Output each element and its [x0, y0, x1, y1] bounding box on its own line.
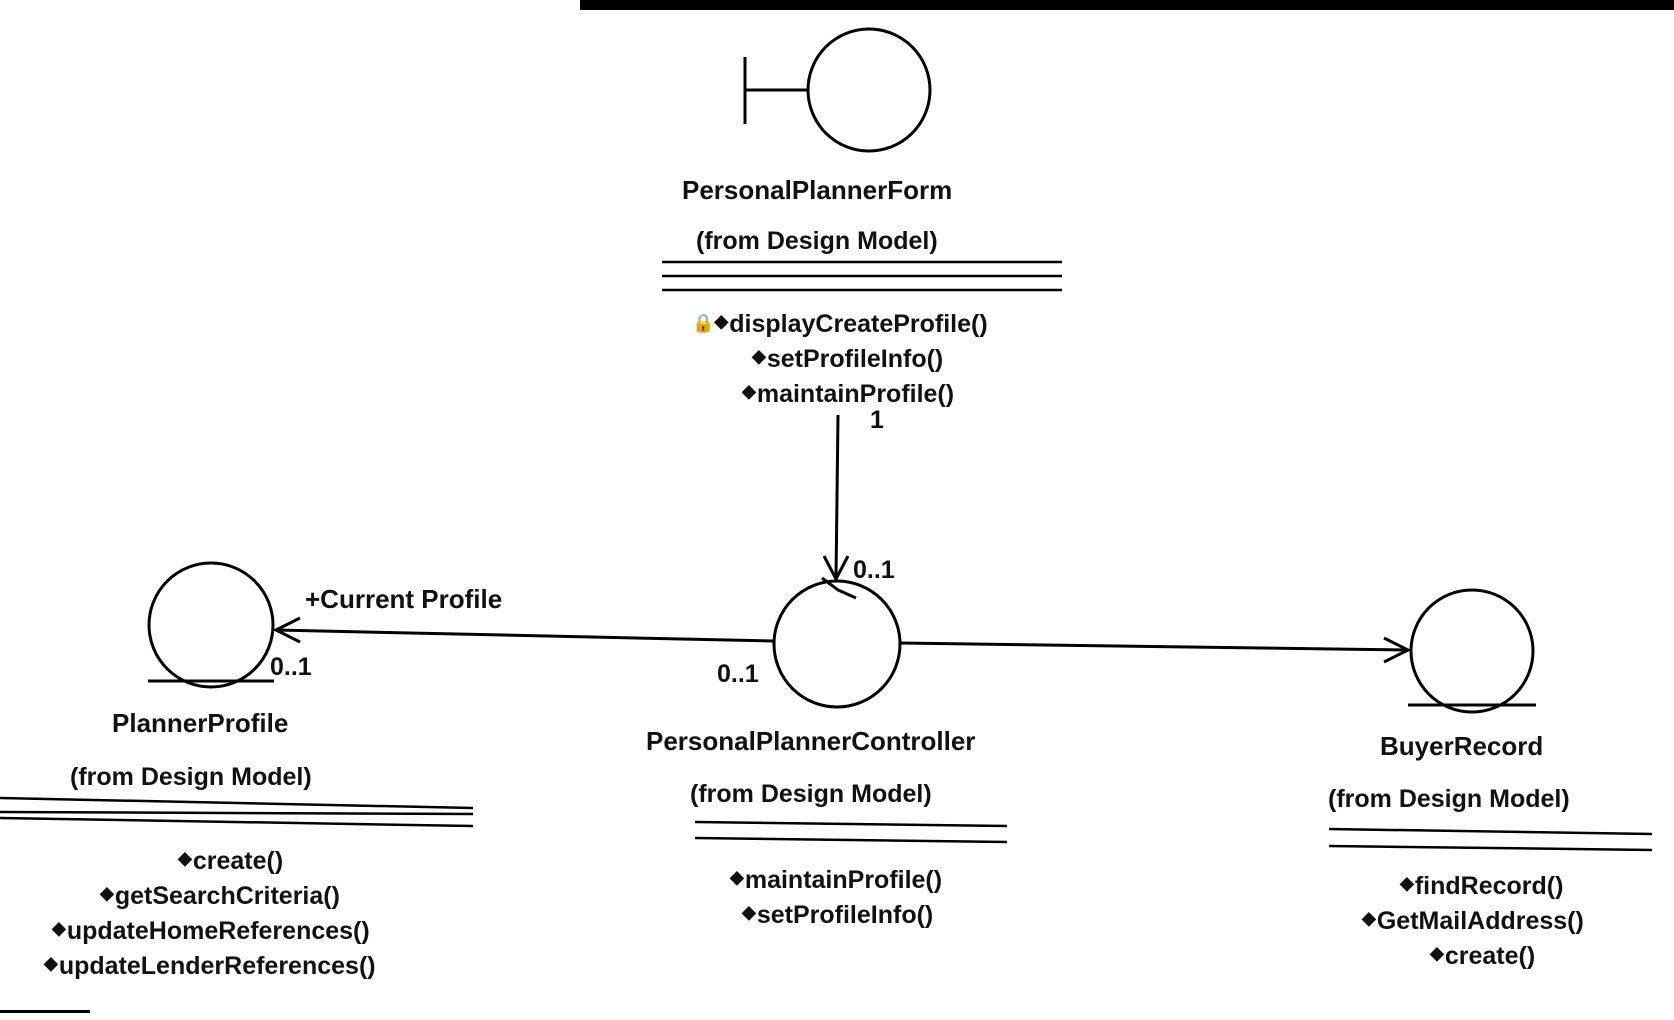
operation-diamond-icon: ◆: [100, 883, 114, 903]
entity-icon[interactable]: [1408, 588, 1536, 714]
planner-profile-origin: (from Design Model): [70, 763, 312, 791]
association-role-current-profile: +Current Profile: [305, 584, 503, 614]
operation-diamond-icon: ◆: [742, 902, 756, 922]
operation-diamond-icon: ◆: [742, 381, 756, 401]
operation-diamond-icon: ◆: [44, 953, 58, 973]
personal-planner-form-name[interactable]: PersonalPlannerForm: [682, 175, 953, 205]
operation-diamond-icon: ◆: [714, 311, 729, 331]
planner-profile-dividers: [0, 796, 474, 828]
buyer-record-name[interactable]: BuyerRecord: [1380, 731, 1544, 761]
entity-icon[interactable]: [147, 561, 275, 689]
planner-profile-name[interactable]: PlannerProfile: [112, 708, 289, 738]
operation-item[interactable]: ◆findRecord(): [1362, 866, 1584, 901]
operation-diamond-icon: ◆: [730, 867, 744, 887]
personal-planner-form-origin: (from Design Model): [696, 227, 938, 255]
buyer-record-dividers: [1328, 827, 1653, 852]
form-source-multiplicity: 1: [870, 406, 884, 434]
controller-dividers: [694, 820, 1008, 844]
form-target-multiplicity: 0..1: [853, 556, 895, 584]
operation-item[interactable]: ◆GetMailAddress(): [1362, 901, 1584, 936]
operation-item[interactable]: ◆create(): [1362, 936, 1584, 971]
operation-diamond-icon: ◆: [178, 848, 192, 868]
operation-diamond-icon: ◆: [1400, 873, 1414, 893]
personal-planner-controller-origin: (from Design Model): [690, 780, 932, 808]
controller-end-multiplicity: 0..1: [717, 660, 759, 688]
operation-item[interactable]: ◆updateHomeReferences(): [44, 911, 376, 946]
operation-item[interactable]: ◆maintainProfile(): [692, 374, 988, 409]
association-form-to-controller[interactable]: [822, 414, 850, 583]
operation-item[interactable]: ◆getSearchCriteria(): [44, 876, 376, 911]
operation-item[interactable]: ◆create(): [44, 841, 376, 876]
operation-item[interactable]: 🔒◆displayCreateProfile(): [692, 304, 988, 339]
association-controller-to-profile[interactable]: [272, 616, 774, 644]
protected-lock-icon: 🔒: [692, 313, 715, 333]
form-compartment-dividers: [662, 260, 1062, 292]
personal-planner-controller-name[interactable]: PersonalPlannerController: [646, 726, 976, 756]
planner-profile-operations: ◆create() ◆getSearchCriteria() ◆updateHo…: [44, 841, 376, 981]
operation-diamond-icon: ◆: [752, 346, 766, 366]
bottom-left-rule: [0, 1010, 90, 1013]
operation-diamond-icon: ◆: [52, 918, 66, 938]
buyer-record-origin: (from Design Model): [1328, 785, 1570, 813]
control-icon[interactable]: [772, 576, 902, 709]
operation-item[interactable]: ◆setProfileInfo(): [730, 895, 942, 930]
operation-item[interactable]: ◆maintainProfile(): [730, 860, 942, 895]
operation-diamond-icon: ◆: [1362, 908, 1376, 928]
operation-item[interactable]: ◆setProfileInfo(): [692, 339, 988, 374]
operation-diamond-icon: ◆: [1430, 943, 1444, 963]
top-edge-rule: [580, 0, 1674, 10]
association-controller-to-buyer[interactable]: [899, 636, 1412, 664]
buyer-record-operations: ◆findRecord() ◆GetMailAddress() ◆create(…: [1362, 866, 1584, 971]
personal-planner-controller-operations: ◆maintainProfile() ◆setProfileInfo(): [730, 860, 942, 930]
operation-item[interactable]: ◆updateLenderReferences(): [44, 946, 376, 981]
boundary-icon[interactable]: [743, 27, 932, 153]
personal-planner-form-operations: 🔒◆displayCreateProfile() ◆setProfileInfo…: [692, 304, 988, 409]
profile-end-multiplicity: 0..1: [270, 653, 312, 681]
